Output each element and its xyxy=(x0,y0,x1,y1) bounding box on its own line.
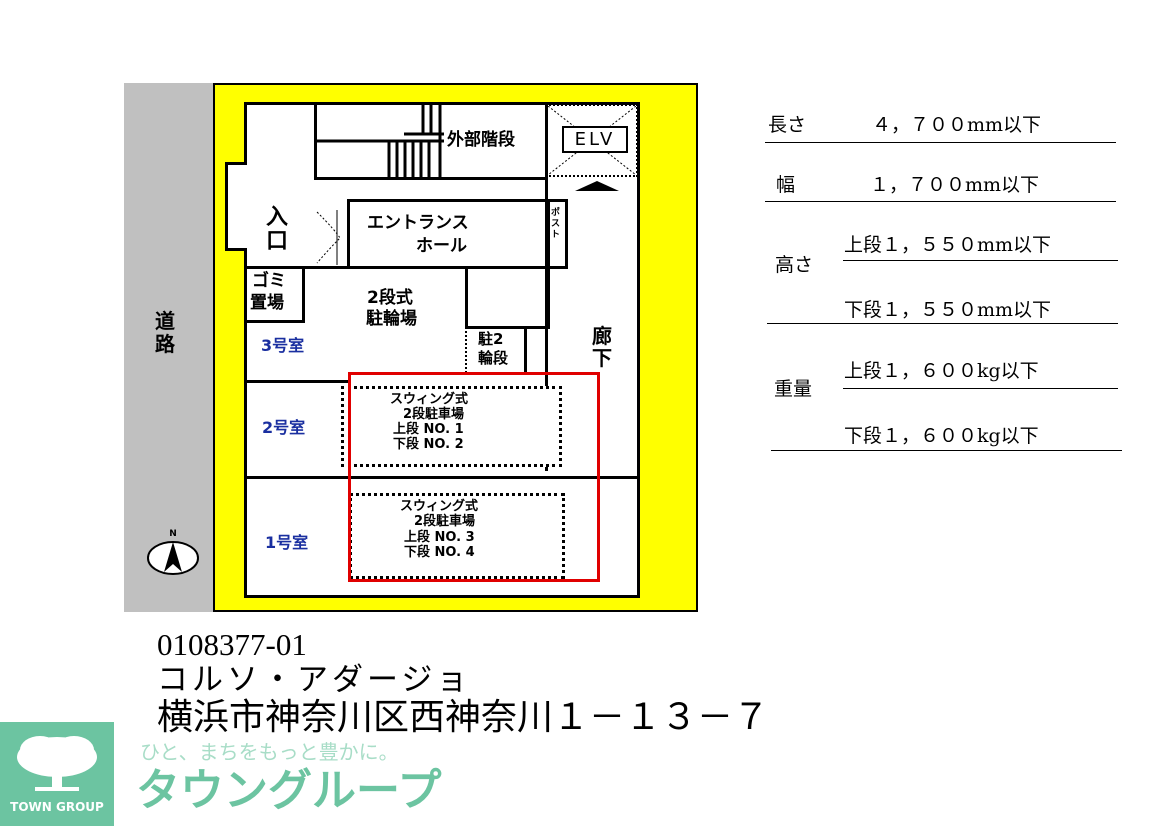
parking-space-1-2 xyxy=(341,386,562,467)
logo-text-en: TOWN GROUP xyxy=(10,800,104,814)
bike-parking-label-2: 駐輪場 xyxy=(366,309,417,329)
entrance-hall-label-1: エントランス xyxy=(367,213,469,233)
corridor-label: 廊下 xyxy=(592,324,612,370)
room-3-label: 3号室 xyxy=(261,336,305,355)
tree-icon xyxy=(17,736,97,791)
highlight-box xyxy=(348,372,600,582)
parking-1-line-1: スウィング式 xyxy=(390,392,469,407)
room-1-label: 1号室 xyxy=(265,533,309,552)
parking-1-line-2: 2段駐車場 xyxy=(403,407,465,422)
logo-tagline: ひと、まちをもっと豊かに。 xyxy=(140,740,399,764)
spec-rule xyxy=(843,260,1118,261)
entrance-step xyxy=(225,162,247,251)
north-arrow-icon: N xyxy=(146,526,200,580)
spec-width-label: 幅 xyxy=(776,174,796,196)
town-group-logo: TOWN GROUP xyxy=(0,722,114,826)
bike-parking-small-label-1: 駐2 xyxy=(478,330,504,348)
spec-length-label: 長さ xyxy=(768,114,807,136)
bike-parking-label-1: 2段式 xyxy=(367,288,413,308)
road xyxy=(124,83,214,612)
stairs-steps xyxy=(316,102,446,178)
entrance-door-icon xyxy=(315,210,350,265)
spec-rule xyxy=(765,142,1116,143)
spec-rule xyxy=(767,323,1118,324)
corridor-wall xyxy=(545,176,548,471)
parking-2-line-3: 上段 NO. 3 xyxy=(404,530,475,545)
road-label: 道路 xyxy=(155,309,175,356)
parking-2-line-2: 2段駐車場 xyxy=(414,514,476,529)
parking-2-line-1: スウィング式 xyxy=(400,499,479,514)
spec-weight-upper: 上段１，６００kg以下 xyxy=(844,360,1039,382)
building-outline xyxy=(244,102,640,598)
spec-height-lower: 下段１，５５０mm以下 xyxy=(844,299,1052,321)
spec-rule xyxy=(765,201,1116,202)
wall-line xyxy=(245,266,567,269)
spec-rule xyxy=(771,450,1122,451)
entrance-label: 入口 xyxy=(266,205,289,254)
north-label: N xyxy=(169,529,177,539)
bike-parking-small-label-2: 輪段 xyxy=(478,349,509,367)
room-divider-2 xyxy=(245,380,349,383)
property-name: コルソ・アダージョ xyxy=(157,662,472,697)
spec-rule xyxy=(843,388,1118,389)
logo-text-jp: タウングループ xyxy=(136,765,442,816)
spec-weight-label: 重量 xyxy=(774,378,813,400)
entrance-hall-label-2: ホール xyxy=(416,236,467,256)
exterior-stairs-label: 外部階段 xyxy=(447,130,515,150)
post-label: ポスト xyxy=(551,208,561,240)
parking-1-line-4: 下段 NO. 2 xyxy=(393,437,464,452)
elevator-entry-arrow-icon xyxy=(575,178,619,191)
elevator-label: ELV xyxy=(562,126,628,153)
entrance-hall xyxy=(347,199,550,269)
room-2-label: 2号室 xyxy=(262,418,306,437)
garbage-area xyxy=(244,266,305,323)
spec-weight-lower: 下段１，６００kg以下 xyxy=(844,425,1039,447)
property-address: 横浜市神奈川区西神奈川１－１３－７ xyxy=(157,697,770,737)
elevator-shaft: ELV xyxy=(546,104,638,177)
spec-width-value: １，７００mm以下 xyxy=(870,174,1040,196)
spec-length-value: ４，７００mm以下 xyxy=(872,114,1042,136)
parking-2-line-4: 下段 NO. 4 xyxy=(404,545,475,560)
bike-rack-box xyxy=(465,266,550,329)
room-divider-1 xyxy=(245,476,638,479)
bike-rack-small xyxy=(465,327,527,373)
spec-height-upper: 上段１，５５０mm以下 xyxy=(844,234,1052,256)
garbage-label-1: ゴミ xyxy=(252,271,286,291)
parking-1-line-3: 上段 NO. 1 xyxy=(393,422,464,437)
garbage-label-2: 置場 xyxy=(250,293,284,313)
property-code: 0108377-01 xyxy=(157,627,307,662)
spec-height-label: 高さ xyxy=(775,254,814,276)
